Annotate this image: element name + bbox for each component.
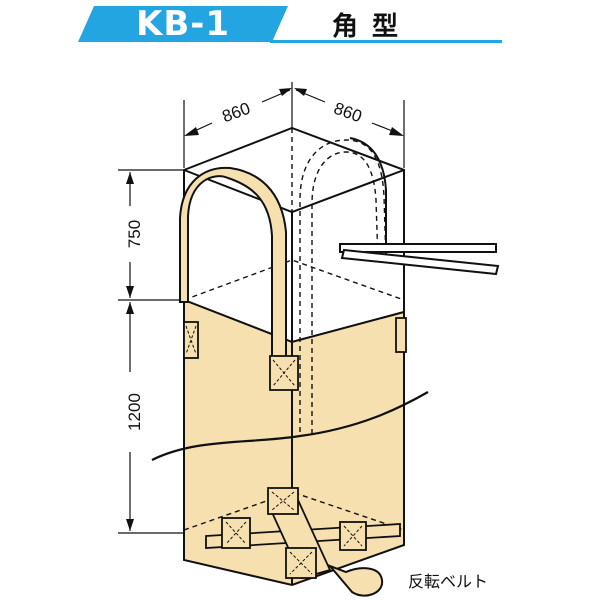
- header-rule: [270, 40, 502, 43]
- header: KB-1 角型: [0, 0, 600, 60]
- model-label: KB-1: [135, 4, 231, 44]
- width-right-label: 860: [331, 99, 364, 127]
- model-tab: KB-1: [78, 6, 288, 42]
- height-upper-label: 750: [125, 220, 144, 248]
- width-left-label: 860: [220, 99, 253, 127]
- shape-label: 角型: [332, 12, 413, 42]
- height-lower-label: 1200: [125, 393, 144, 431]
- reverse-belt-caption: 反転ベルト: [408, 572, 489, 591]
